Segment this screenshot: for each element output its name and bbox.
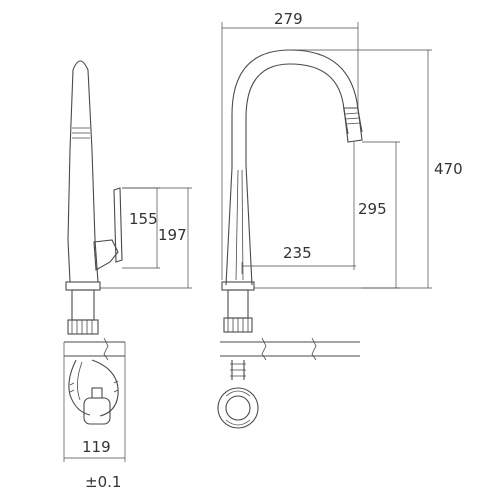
side-nut-threads: [71, 320, 93, 334]
front-dimensions: 279 470 295 235: [221, 10, 463, 289]
front-body-lines: [235, 169, 244, 281]
side-hose-details: [69, 380, 119, 393]
side-view: [64, 60, 125, 425]
front-countertop: [220, 341, 360, 357]
front-countertop-breaks: [261, 337, 317, 361]
dim-base-119: 119: [82, 438, 111, 456]
tolerance-label: ±0.1: [85, 473, 121, 491]
front-spray-marks: [344, 112, 361, 125]
side-spray-head: [72, 127, 90, 139]
side-countertop-break: [103, 337, 109, 361]
dim-height-470: 470: [434, 160, 463, 178]
side-spout-outline: [67, 60, 99, 283]
front-hose-weight-inner: [225, 395, 251, 421]
front-base: [221, 281, 255, 291]
side-nut: [67, 319, 99, 335]
side-hose-right: [91, 359, 119, 417]
side-hose-fitting: [91, 387, 103, 399]
side-countertop: [64, 341, 125, 357]
front-nut-threads: [227, 318, 249, 332]
dim-lever-197: 197: [158, 226, 187, 244]
side-hose-inner: [77, 361, 83, 401]
front-spray-head: [343, 107, 363, 143]
dim-width-279: 279: [274, 10, 303, 28]
front-spout-inner: [245, 63, 349, 286]
side-lever: [93, 239, 119, 271]
dim-spout-295: 295: [358, 200, 387, 218]
side-base: [65, 281, 101, 291]
front-hose-coil: [225, 390, 251, 426]
front-view: [217, 49, 363, 429]
dim-lever-155: 155: [129, 210, 158, 228]
front-hose-marks: [230, 363, 246, 377]
side-hose-left: [68, 359, 91, 416]
front-hose-weight: [217, 387, 259, 429]
front-shank: [227, 289, 249, 319]
front-spout-outer: [225, 49, 363, 286]
side-shank: [71, 289, 95, 321]
side-lever-handle: [113, 187, 123, 263]
dim-reach-235: 235: [283, 244, 312, 262]
side-dimensions: 155 197 119 ±0.1: [63, 187, 192, 491]
side-hose-weight: [83, 397, 111, 425]
